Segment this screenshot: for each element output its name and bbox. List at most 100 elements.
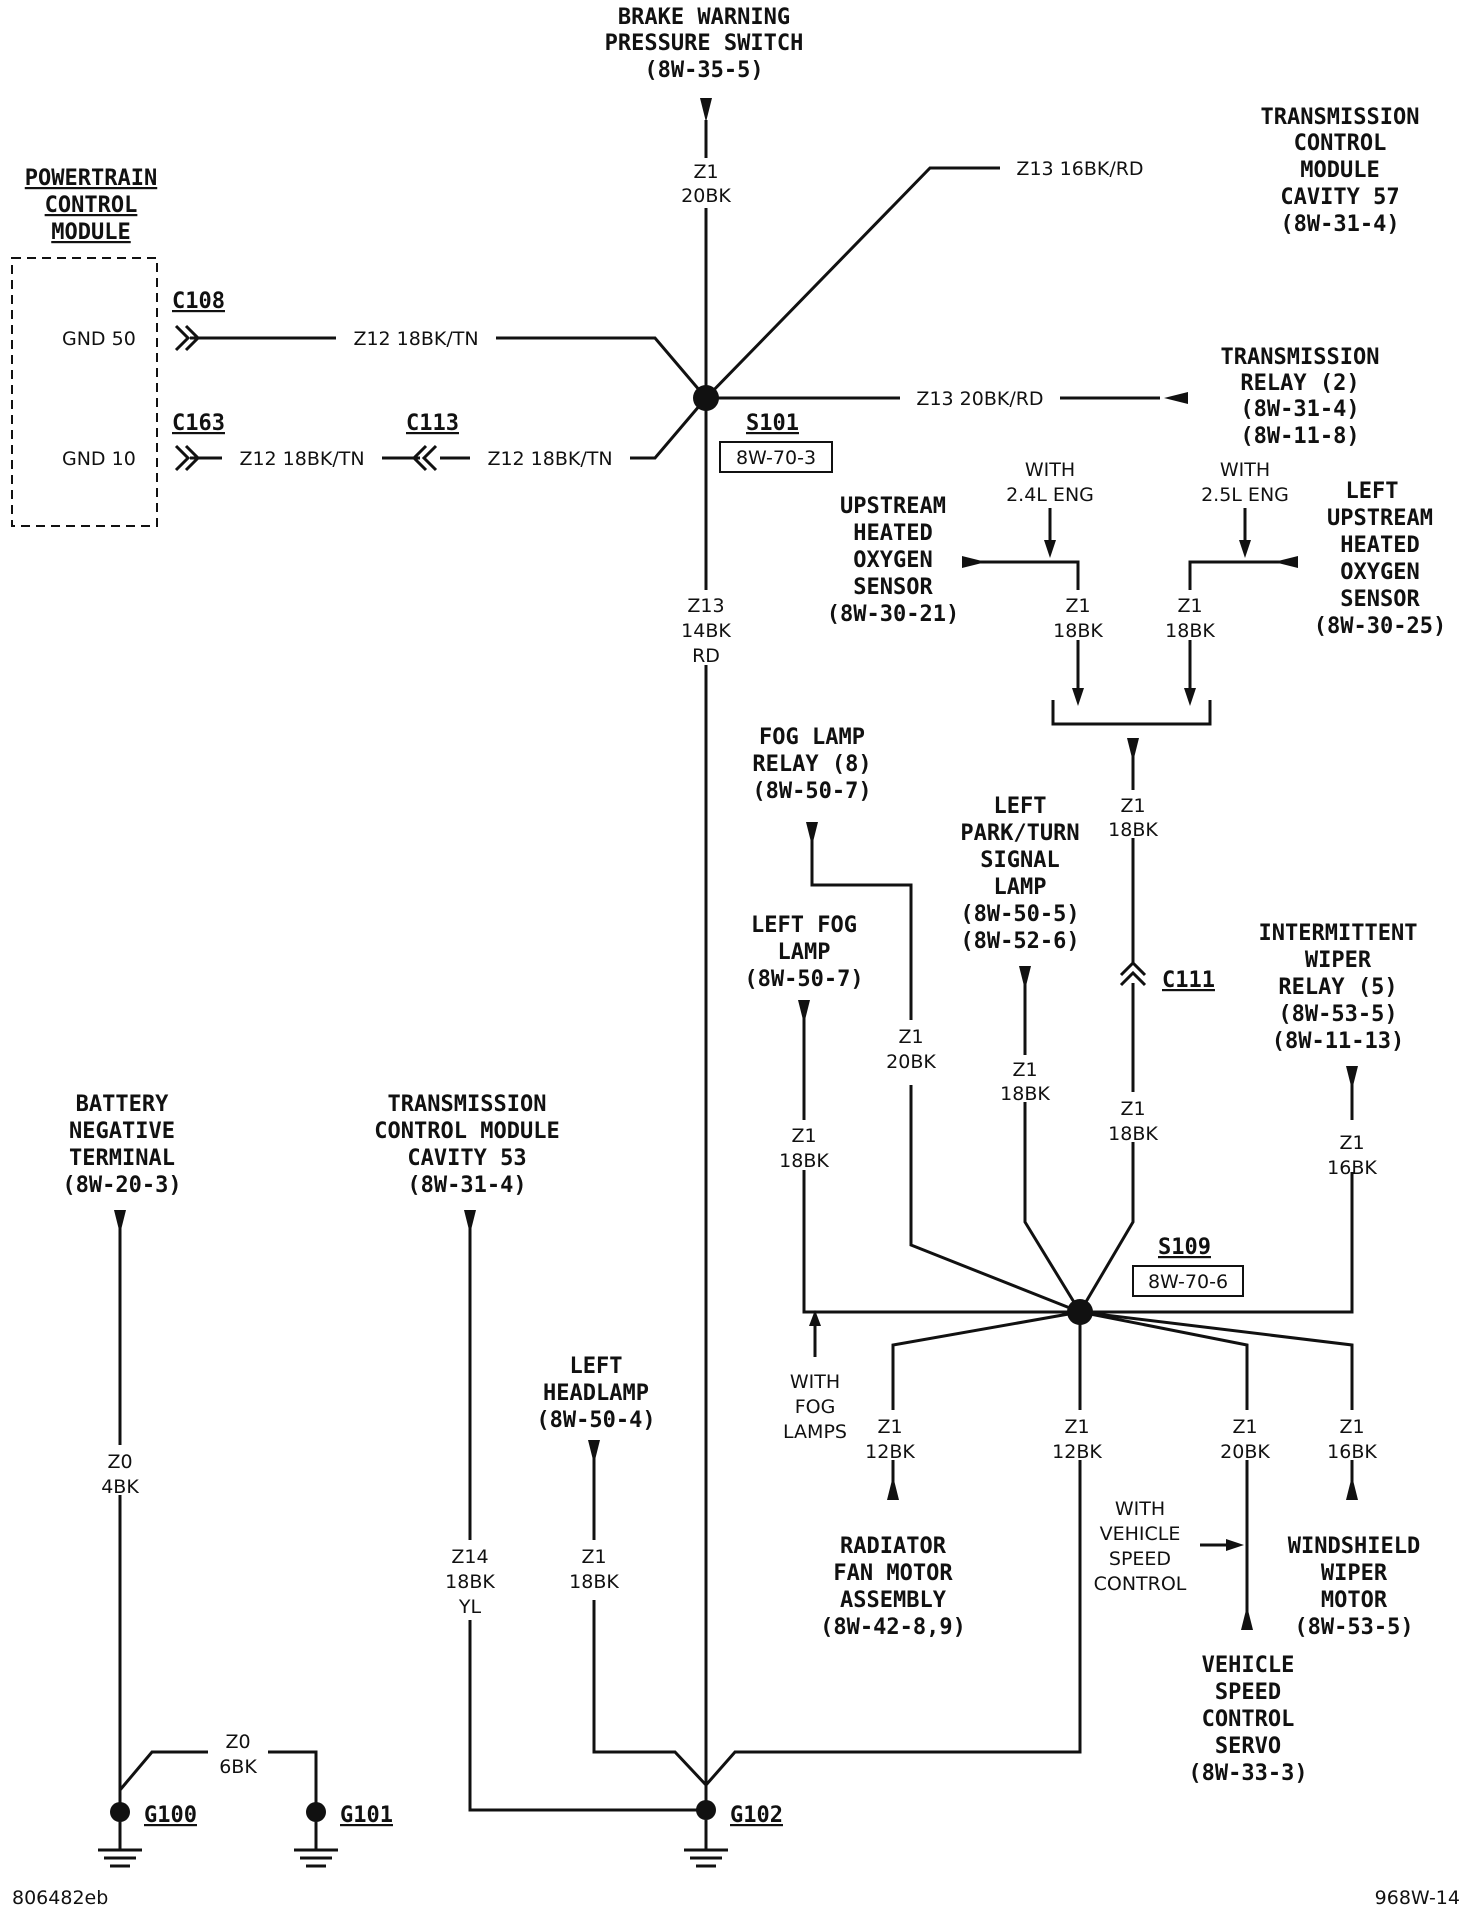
connector-c111: C111 (1162, 968, 1215, 993)
ground-symbols (98, 1800, 728, 1868)
wire-label-g102-feed: 12BK (1052, 1441, 1102, 1463)
wire-label-rad-fan: 12BK (865, 1441, 915, 1463)
arrowhead-tcm53 (464, 1210, 476, 1234)
pcm-box (11, 257, 158, 527)
wire-label-o2-common: Z1 (1120, 795, 1145, 817)
splice-s101 (693, 385, 719, 411)
wire-up-o2-top (970, 560, 1080, 590)
svg-text:(8W-50-4): (8W-50-4) (536, 1408, 655, 1433)
wire-label-left-fog: Z1 (791, 1125, 816, 1147)
svg-text:OXYGEN: OXYGEN (853, 548, 932, 573)
svg-text:LAMP: LAMP (778, 940, 831, 965)
wire-label-brake: 20BK (681, 185, 731, 207)
arrowhead-up-o2 (962, 556, 986, 568)
wire-rad-fan-top (891, 1310, 1081, 1410)
wire-label-vsc: 20BK (1220, 1441, 1270, 1463)
arrowhead-battery (114, 1210, 126, 1234)
wire-label-rad-fan: Z1 (877, 1416, 902, 1438)
svg-text:TERMINAL: TERMINAL (69, 1146, 175, 1171)
svg-text:MODULE: MODULE (51, 220, 130, 245)
note-eng24: WITH (1025, 459, 1075, 481)
wire-label-left-fog: 18BK (779, 1150, 829, 1172)
wire-label-tcm53: 18BK (445, 1571, 495, 1593)
wire-label-bg (336, 324, 496, 350)
wire-fog-relay-bottom (909, 1085, 1081, 1314)
svg-text:TRANSMISSION: TRANSMISSION (388, 1092, 547, 1117)
wire-label-battery: 4BK (101, 1476, 139, 1498)
wire-label-ws-wiper: 16BK (1327, 1441, 1377, 1463)
svg-text:HEATED: HEATED (853, 521, 932, 546)
wire-label-left-park: Z1 (1012, 1059, 1037, 1081)
wire-label-tcm53: YL (458, 1596, 482, 1618)
arrowhead-left-o2 (1274, 556, 1298, 568)
svg-text:UPSTREAM: UPSTREAM (1327, 506, 1433, 531)
left-headlamp-label: LEFT HEADLAMP (8W-50-4) (536, 1354, 655, 1433)
svg-text:(8W-31-4): (8W-31-4) (1280, 212, 1399, 237)
trans-relay-label: TRANSMISSION RELAY (2) (8W-31-4) (8W-11-… (1221, 345, 1380, 449)
wire-label-int-wiper: 16BK (1327, 1157, 1377, 1179)
svg-text:FOG LAMP: FOG LAMP (759, 725, 865, 750)
wire-g100-g101-b (268, 1750, 318, 1812)
svg-text:(8W-53-5): (8W-53-5) (1278, 1002, 1397, 1027)
wire-tcm53-bottom (468, 1620, 706, 1812)
svg-text:CONTROL MODULE: CONTROL MODULE (374, 1119, 559, 1144)
wire-label-bg (900, 384, 1060, 410)
arrowhead-headlamp (588, 1440, 600, 1464)
svg-text:(8W-20-3): (8W-20-3) (62, 1173, 181, 1198)
wire-label-main: Z13 (687, 595, 724, 617)
wire-label-g102-feed: Z1 (1064, 1416, 1089, 1438)
arrowhead-ws-wiper (1346, 1476, 1358, 1500)
wire-label-battery: Z0 (107, 1451, 132, 1473)
wire-label-bg (222, 444, 382, 470)
svg-text:BRAKE WARNING: BRAKE WARNING (618, 5, 790, 30)
splice-s109-label: S109 (1158, 1235, 1211, 1260)
wire-label-bg (470, 444, 630, 470)
radiator-fan-label: RADIATOR FAN MOTOR ASSEMBLY (8W-42-8,9) (820, 1534, 966, 1640)
svg-text:LEFT: LEFT (994, 794, 1047, 819)
svg-text:NEGATIVE: NEGATIVE (69, 1119, 175, 1144)
left-fog-label: LEFT FOG LAMP (8W-50-7) (744, 913, 863, 992)
wire-label-c111-lower: Z1 (1120, 1098, 1145, 1120)
svg-text:LEFT: LEFT (1346, 479, 1399, 504)
svg-text:(8W-35-5): (8W-35-5) (644, 58, 763, 83)
footer-right: 968W-14 (1375, 1887, 1460, 1909)
wire-label-up-o2: 18BK (1053, 620, 1103, 642)
svg-text:LAMP: LAMP (994, 875, 1047, 900)
svg-text:(8W-30-25): (8W-30-25) (1314, 614, 1446, 639)
svg-text:(8W-33-3): (8W-33-3) (1188, 1761, 1307, 1786)
arrowhead-fog-relay (806, 822, 818, 846)
svg-text:WIPER: WIPER (1321, 1561, 1388, 1586)
svg-text:HEATED: HEATED (1340, 533, 1419, 558)
wire-label-bg (676, 590, 736, 665)
svg-text:MODULE: MODULE (1300, 158, 1379, 183)
note-vsc: SPEED (1109, 1548, 1171, 1570)
svg-text:(8W-50-7): (8W-50-7) (752, 779, 871, 804)
connector-c113: C113 (406, 411, 459, 436)
svg-text:SENSOR: SENSOR (1340, 587, 1420, 612)
s109-ref-box (1132, 1265, 1244, 1297)
arrowhead-eng25 (1239, 540, 1251, 558)
svg-text:MOTOR: MOTOR (1321, 1588, 1388, 1613)
svg-text:(8W-11-13): (8W-11-13) (1272, 1029, 1404, 1054)
wire-label-tcm57: Z13 16BK/RD (1016, 158, 1143, 180)
wire-fog-relay-top (810, 825, 913, 1020)
note-vsc: WITH (1115, 1498, 1165, 1520)
brake-switch-label: BRAKE WARNING PRESSURE SWITCH (8W-35-5) (605, 5, 804, 83)
wire-label-bg (1000, 154, 1160, 180)
wire-label-headlamp: 18BK (569, 1571, 619, 1593)
windshield-wiper-label: WINDSHIELD WIPER MOTOR (8W-53-5) (1288, 1534, 1420, 1640)
wire-label-left-park: 18BK (1000, 1083, 1050, 1105)
ground-icon (294, 1822, 338, 1868)
svg-text:SERVO: SERVO (1215, 1734, 1281, 1759)
wire-label-headlamp: Z1 (581, 1546, 606, 1568)
arrowhead-o2-common (1127, 738, 1139, 762)
wire-label-bg (1104, 1092, 1162, 1142)
arrowhead-left-o2-down (1184, 688, 1196, 706)
c113-symbol (411, 444, 438, 472)
svg-text:TRANSMISSION: TRANSMISSION (1261, 105, 1420, 130)
svg-text:(8W-11-8): (8W-11-8) (1240, 424, 1359, 449)
s101-ref: 8W-70-3 (736, 447, 816, 469)
wire-label-fog-relay: 20BK (886, 1051, 936, 1073)
s109-ref: 8W-70-6 (1148, 1271, 1228, 1293)
svg-text:SENSOR: SENSOR (853, 575, 933, 600)
